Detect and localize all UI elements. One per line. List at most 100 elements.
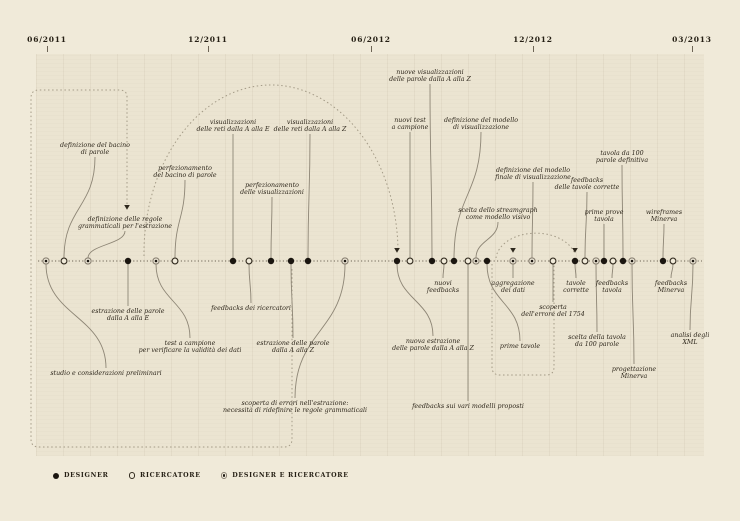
node-designer: [659, 257, 667, 265]
event-connector: [63, 156, 96, 259]
event-label: tavole corrette: [563, 280, 589, 294]
node-inner-dot: [343, 259, 347, 263]
event-connector: [155, 263, 191, 339]
event-label: definizione del modello di visualizzazio…: [443, 117, 519, 131]
node-inner-dot: [511, 259, 515, 263]
event-connector: [442, 263, 445, 279]
node-designer: [124, 257, 132, 265]
date-tick: [208, 46, 209, 52]
node-ricercatore: [549, 257, 557, 265]
dotted-annotation: [495, 232, 575, 259]
node-inner-dot: [691, 259, 695, 263]
event-label: feedbacks delle tavole corrette: [554, 177, 620, 191]
arrow-down-icon: [572, 248, 578, 253]
event-connector: [611, 263, 614, 279]
node-designer: [619, 257, 627, 265]
event-label: progettazione Minerva: [611, 366, 657, 380]
event-connector: [595, 263, 598, 333]
node-designer: [393, 257, 401, 265]
event-connector: [689, 263, 694, 331]
node-inner-dot: [594, 259, 598, 263]
event-label: nuove visualizzazioni delle parole dalla…: [389, 69, 471, 83]
event-label: feedbacks dei ricercatori: [211, 305, 291, 312]
event-label: scelta dello streamgraph come modello vi…: [458, 207, 538, 221]
event-connector: [662, 223, 665, 259]
arrow-down-icon: [124, 205, 130, 210]
dotted-annotation: [30, 89, 293, 448]
date-tick: [371, 46, 372, 52]
event-connector: [174, 179, 186, 259]
node-designer: [229, 257, 237, 265]
event-connector: [270, 196, 273, 259]
legend: DESIGNER RICERCATORE DESIGNER E RICERCATOR…: [53, 472, 349, 479]
event-label: definizione del bacino di parole: [60, 142, 130, 156]
event-connector: [584, 191, 588, 259]
event-label: test a campione per verificare la validi…: [138, 340, 242, 354]
legend-label: RICERCATORE: [140, 472, 201, 479]
event-connector: [294, 263, 346, 399]
event-label: perfezionamento del bacino di parole: [153, 165, 217, 179]
event-connector: [248, 263, 252, 304]
event-label: aggregazione dei dati: [491, 280, 535, 294]
date-label: 06/2011: [27, 35, 67, 44]
event-connector: [670, 263, 674, 279]
legend-item-both: DESIGNER E RICERCATORE: [220, 472, 349, 479]
date-label: 06/2012: [351, 35, 391, 44]
node-inner-dot: [630, 259, 634, 263]
node-ricercatore: [669, 257, 677, 265]
arrow-down-icon: [394, 248, 400, 253]
event-connector: [531, 181, 534, 259]
node-ricercatore: [406, 257, 414, 265]
event-connector: [87, 230, 126, 259]
node-ricercatore: [609, 257, 617, 265]
event-label: feedbacks tavola: [595, 280, 629, 294]
legend-label: DESIGNER: [64, 472, 109, 479]
node-ricercatore: [171, 257, 179, 265]
event-label: estrazione delle parole dalla A alla E: [91, 308, 165, 322]
node-designer: [450, 257, 458, 265]
date-tick: [47, 46, 48, 52]
event-label: scelta della tavola da 100 parole: [568, 334, 626, 348]
node-inner-dot: [44, 259, 48, 263]
event-connector: [475, 221, 499, 259]
node-designer: [304, 257, 312, 265]
event-label: prime prove tavola: [584, 209, 624, 223]
legend-item-ricercatore: RICERCATORE: [128, 472, 201, 479]
node-designer: [267, 257, 275, 265]
node-designer: [571, 257, 579, 265]
event-label: nuova estrazione delle parole dalla A al…: [392, 338, 474, 352]
date-tick: [533, 46, 534, 52]
event-connector: [453, 131, 482, 259]
event-connector: [631, 263, 635, 365]
event-label: feedbacks Minerva: [654, 280, 688, 294]
event-label: estrazione delle parole dalla A alla Z: [256, 340, 330, 354]
event-label: definizione del modello finale di visual…: [495, 167, 571, 181]
event-label: perfezionamento delle visualizzazioni: [240, 182, 304, 196]
event-connector: [307, 133, 311, 259]
event-label: feedbacks sui vari modelli proposti: [412, 403, 524, 410]
legend-item-designer: DESIGNER: [53, 472, 109, 479]
arrow-down-icon: [510, 248, 516, 253]
node-inner-dot: [86, 259, 90, 263]
node-ricercatore: [245, 257, 253, 265]
dotted-annotation: [143, 84, 399, 257]
event-label: wireframes Minerva: [645, 209, 683, 223]
node-designer: [483, 257, 491, 265]
event-label: scoperta di errori nell'estrazione: nece…: [222, 400, 368, 414]
event-connector: [290, 263, 294, 339]
event-label: prime tavole: [499, 343, 541, 350]
event-label: visualizzazioni delle reti dalla A alla …: [273, 119, 347, 133]
node-inner-dot: [474, 259, 478, 263]
event-label: nuovi test a campione: [391, 117, 429, 131]
event-connector: [574, 263, 577, 279]
event-label: tavola da 100 parole definitiva: [595, 150, 649, 164]
legend-label: DESIGNER E RICERCATORE: [232, 472, 349, 479]
node-inner-dot: [530, 259, 534, 263]
event-connector: [396, 263, 434, 337]
node-inner-dot: [154, 259, 158, 263]
date-label: 12/2012: [513, 35, 553, 44]
node-ricercatore: [440, 257, 448, 265]
event-label: visualizzazioni delle reti dalla A alla …: [196, 119, 270, 133]
